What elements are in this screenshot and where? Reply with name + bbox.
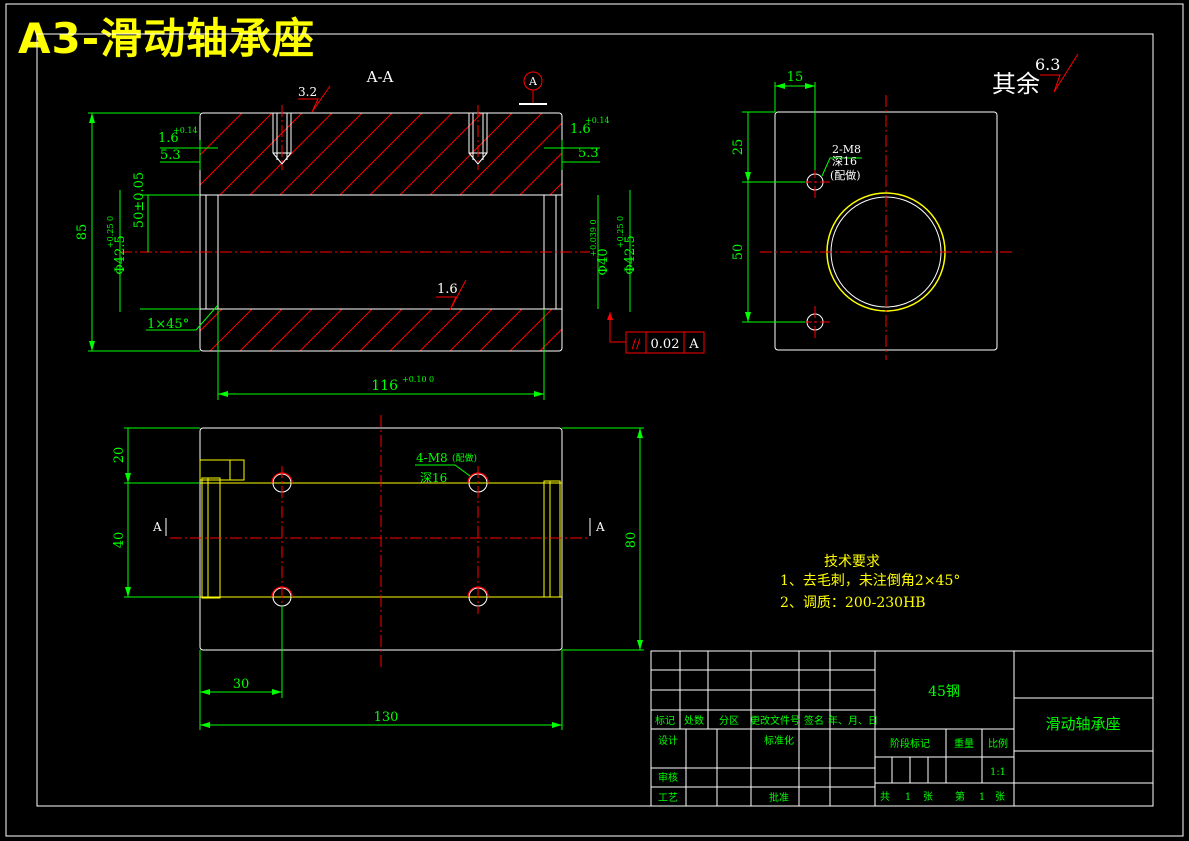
hatch-bottom	[200, 309, 562, 351]
dim-chamfer-right-tol: +0.14	[585, 116, 610, 125]
tb-sheet-no-prefix: 第	[955, 790, 965, 803]
dim-groove-left: Φ42.5	[113, 235, 128, 275]
plan-view: A A 20 40 80 30 130 4-M8 (配做) 深16	[112, 415, 644, 730]
tb-part-name: 滑动轴承座	[1045, 715, 1120, 733]
drawing-title: A3-滑动轴承座	[18, 14, 316, 63]
roughness-rest-prefix: 其余	[992, 70, 1040, 98]
tb-material: 45钢	[928, 684, 960, 700]
inner-frame	[36, 33, 1154, 807]
plan-section-mark-left: A	[152, 520, 162, 534]
tolerance-datum: A	[688, 337, 699, 352]
side-dim-hole-offset: 15	[787, 70, 804, 85]
tb-design: 设计	[658, 734, 678, 747]
dim-groove-right-tol: +0.25 0	[616, 216, 625, 248]
plan-dim-hole-spacing: 40	[112, 532, 127, 549]
section-view: A-A	[75, 68, 705, 400]
dim-length-inner: 116	[371, 378, 398, 394]
dim-length-inner-tol: +0.10 0	[402, 375, 434, 384]
tb-scale-label: 比例	[988, 737, 1008, 750]
tb-sheet-no-unit: 张	[995, 791, 1005, 803]
tb-review: 审核	[658, 771, 678, 784]
roughness-top: 3.2	[298, 85, 317, 99]
tb-col-date: 年、月、日	[828, 714, 878, 727]
plan-dim-hole-x: 30	[233, 677, 250, 692]
tolerance-symbol: //	[632, 337, 641, 352]
tolerance-value: 0.02	[651, 337, 680, 352]
tb-col-change-doc: 更改文件号	[750, 714, 800, 727]
tolerance-frame: // 0.02 A	[607, 312, 705, 354]
tb-sheets-unit: 张	[923, 791, 933, 803]
plan-hole-note: 4-M8	[416, 451, 448, 465]
dim-groove-right: Φ42.5	[623, 235, 638, 275]
dimension-arrows	[89, 113, 544, 397]
dim-chamfer-right: 1.6	[570, 122, 591, 137]
side-hole-note-1: 2-M8	[832, 143, 861, 156]
title-block: 标记 处数 分区 更改文件号 签名 年、月、日 设计 标准化 审核 工艺 批准 …	[650, 650, 1154, 807]
dim-chamfer-left-tol: +0.14	[173, 126, 198, 135]
tb-standardize: 标准化	[764, 734, 794, 747]
tb-sheet-no: 1	[979, 792, 985, 803]
tech-req-heading: 技术要求	[824, 554, 880, 570]
section-label: A-A	[366, 68, 394, 86]
plan-hole-note-extra: (配做)	[452, 452, 477, 464]
side-dim-hole-spacing: 50	[731, 244, 746, 261]
tb-approve: 批准	[769, 791, 789, 804]
tb-col-zone: 分区	[719, 715, 739, 727]
outer-frame	[5, 3, 1184, 837]
roughness-bore: 1.6	[437, 282, 458, 297]
tb-col-count: 处数	[684, 714, 704, 727]
plan-section-mark-right: A	[595, 520, 605, 534]
dim-chamfer-left: 1.6	[158, 131, 179, 146]
roughness-rest-value: 6.3	[1035, 55, 1060, 74]
dim-offset-right: 5.3	[578, 146, 599, 161]
plan-hole-depth: 深16	[420, 471, 447, 485]
tech-req-item-1: 1、去毛刺，未注倒角2×45°	[780, 573, 960, 589]
plan-dim-overall-length: 130	[374, 710, 399, 725]
side-dim-top-to-hole: 25	[731, 139, 746, 156]
side-view: 15 25 50 2-M8 深16 (配做) 其余 6.3	[731, 53, 1079, 360]
tb-scale-value: 1:1	[990, 767, 1006, 778]
tb-stage-mark: 阶段标记	[890, 737, 930, 750]
side-hole-note-2: 深16	[832, 155, 857, 168]
tb-weight: 重量	[954, 737, 974, 750]
dim-center-height: 50±0.05	[132, 172, 147, 228]
dim-chamfer-note: 1×45°	[147, 317, 189, 332]
tb-col-sign: 签名	[804, 714, 824, 727]
dim-offset-left: 5.3	[160, 148, 181, 163]
tech-req-item-2: 2、调质：200-230HB	[780, 595, 926, 611]
technical-requirements: 技术要求 1、去毛刺，未注倒角2×45° 2、调质：200-230HB	[780, 554, 960, 611]
dim-groove-left-tol: +0.25 0	[106, 216, 115, 248]
dim-height-total: 85	[75, 224, 90, 241]
tb-sheets-total: 1	[905, 792, 911, 803]
tb-col-mark: 标记	[655, 715, 675, 727]
tb-process: 工艺	[658, 792, 678, 804]
plan-dim-overall-width: 80	[624, 532, 639, 549]
dim-bore: Φ40	[596, 248, 611, 275]
side-hole-note-3: (配做)	[830, 168, 861, 182]
hatch-top	[200, 113, 562, 195]
datum-label: A	[528, 75, 538, 88]
tb-sheets-total-prefix: 共	[880, 791, 890, 803]
dim-bore-tol: +0.039 0	[589, 219, 598, 256]
plan-dim-edge-to-hole: 20	[112, 447, 127, 464]
